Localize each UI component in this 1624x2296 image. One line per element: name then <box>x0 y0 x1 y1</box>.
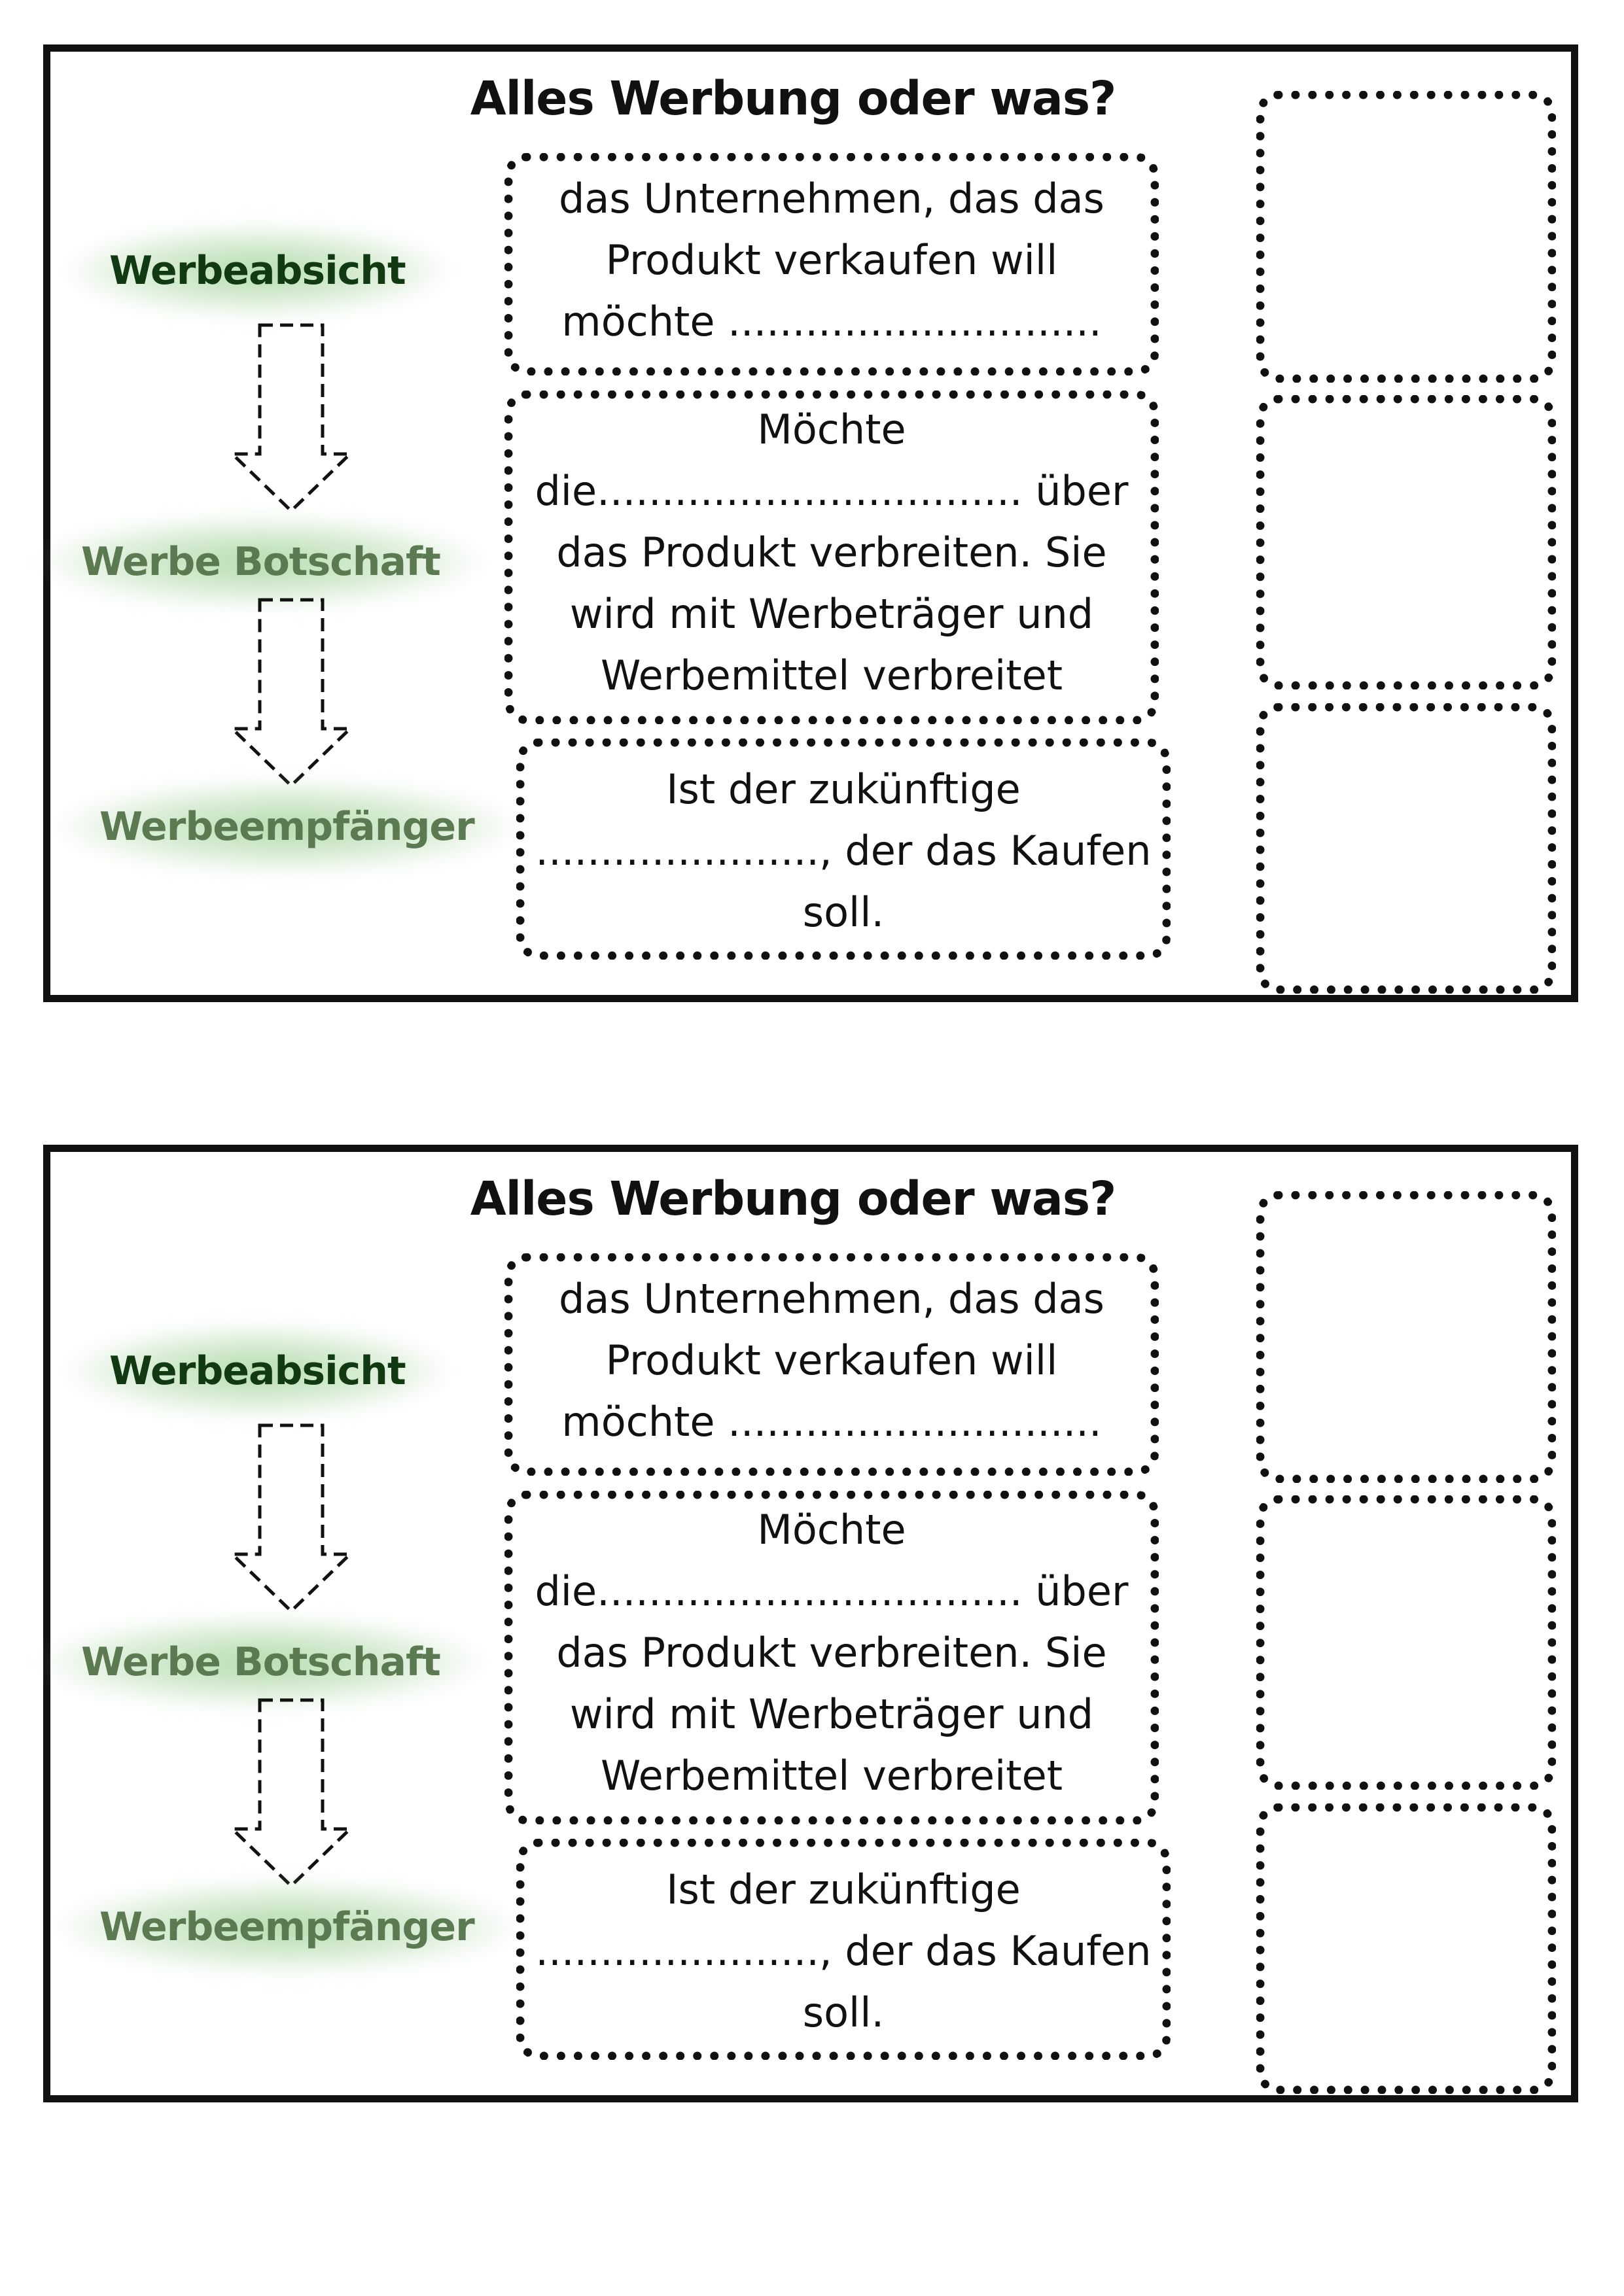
text-box-empfaenger: Ist der zukünftige .....................… <box>516 1839 1171 2060</box>
green-highlight <box>63 224 451 317</box>
answer-box-1[interactable] <box>1256 91 1556 383</box>
label-werbeempfaenger: Werbeempfänger <box>54 1881 520 1974</box>
green-highlight <box>35 1616 486 1709</box>
label-werbeempfaenger: Werbeempfänger <box>54 780 520 873</box>
worksheet-title: Alles Werbung oder was? <box>470 1172 1117 1226</box>
label-werbe-botschaft: Werbe Botschaft <box>35 1616 486 1709</box>
worksheet-card-2: Alles Werbung oder was? Werbeabsicht Wer… <box>35 1145 1578 2102</box>
answer-box-2[interactable] <box>1256 395 1556 689</box>
label-werbeabsicht: Werbeabsicht <box>63 224 451 317</box>
dashed-down-arrow-icon <box>228 1698 355 1888</box>
green-highlight <box>35 515 486 608</box>
answer-box-2[interactable] <box>1256 1495 1556 1790</box>
dashed-down-arrow-icon <box>228 598 355 788</box>
text-box-unternehmen: das Unternehmen, das das Produkt verkauf… <box>504 1253 1159 1476</box>
label-werbeabsicht: Werbeabsicht <box>63 1325 451 1418</box>
answer-box-3[interactable] <box>1256 1803 1556 2094</box>
worksheet-title: Alles Werbung oder was? <box>470 71 1117 126</box>
dashed-down-arrow-icon <box>228 323 355 513</box>
green-highlight <box>54 780 520 873</box>
answer-box-1[interactable] <box>1256 1191 1556 1483</box>
text-box-botschaft: Möchte die..............................… <box>504 391 1159 724</box>
label-werbe-botschaft: Werbe Botschaft <box>35 515 486 608</box>
worksheet-card-1: Alles Werbung oder was? Werbeabsicht Wer… <box>35 44 1578 1002</box>
text-box-botschaft: Möchte die..............................… <box>504 1491 1159 1824</box>
answer-box-3[interactable] <box>1256 703 1556 994</box>
text-box-unternehmen: das Unternehmen, das das Produkt verkauf… <box>504 153 1159 375</box>
text-box-empfaenger: Ist der zukünftige .....................… <box>516 739 1171 960</box>
dashed-down-arrow-icon <box>228 1423 355 1614</box>
green-highlight <box>63 1325 451 1418</box>
green-highlight <box>54 1881 520 1974</box>
